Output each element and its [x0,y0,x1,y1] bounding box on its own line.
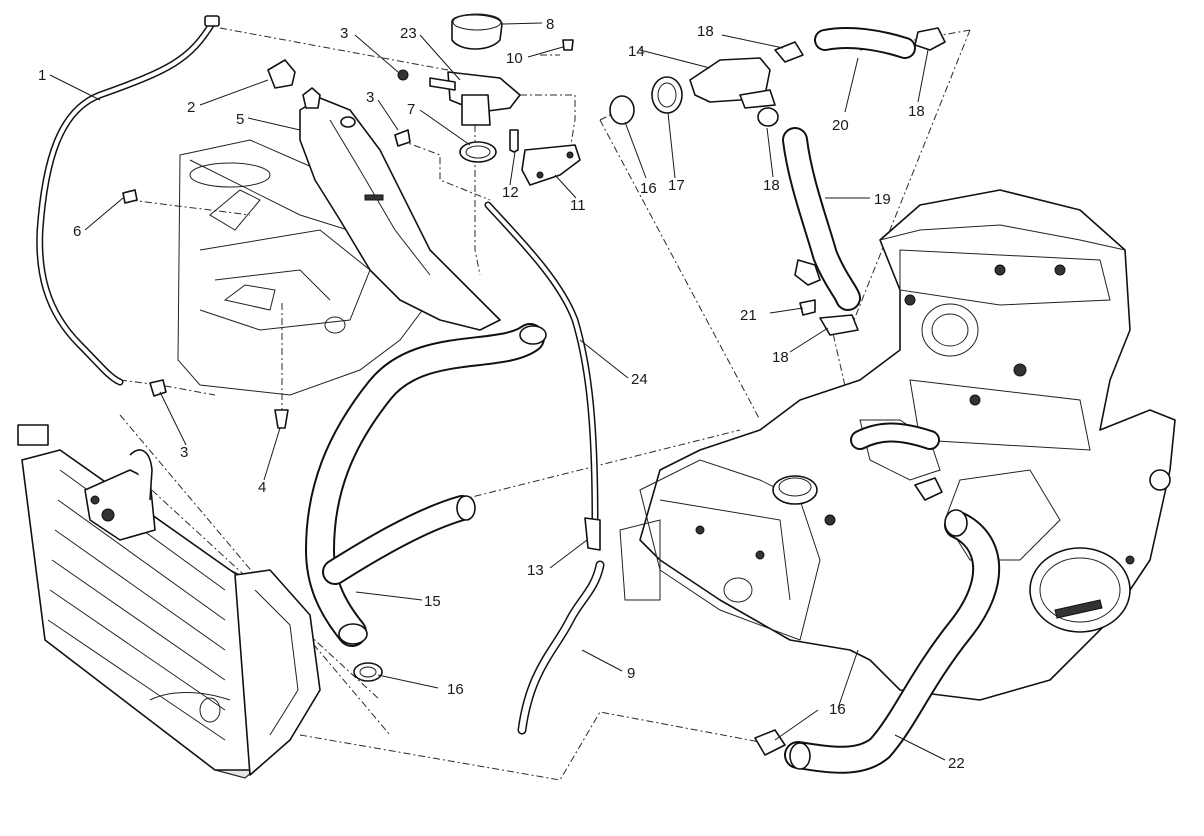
leader-lines [49,22,946,761]
callout-18d: 18 [772,349,789,366]
coolant-hose-22 [754,477,1000,774]
thermostat-assembly [609,27,946,336]
callout-11: 11 [570,197,586,214]
callout-18b: 18 [908,103,925,120]
callout-16b: 16 [640,180,657,197]
callout-6: 6 [73,223,81,240]
callout-9: 9 [627,665,635,682]
callout-10: 10 [506,50,523,67]
radiator [17,424,321,779]
engine [619,189,1176,701]
coolant-hose-15 [305,323,547,647]
callout-1: 1 [38,67,46,84]
callout-3c: 3 [180,444,188,461]
callout-16c: 16 [829,701,846,718]
callout-2: 2 [187,99,195,116]
callout-3a: 3 [340,25,348,42]
callout-16a: 16 [447,681,464,698]
callout-18a: 18 [697,23,714,40]
clamp-16 [353,662,383,682]
breather-hoses [484,201,605,735]
callout-17: 17 [668,177,685,194]
overflow-hose-1 [36,15,220,386]
expansion-reservoir-5 [299,87,501,331]
callout-15: 15 [424,593,441,610]
callout-5: 5 [236,111,244,128]
callout-14: 14 [628,43,645,60]
callout-8: 8 [546,16,554,33]
callout-22: 22 [948,755,965,772]
callout-24: 24 [631,371,648,388]
filler-assembly [122,13,581,429]
callout-18c: 18 [763,177,780,194]
callout-20: 20 [832,117,849,134]
callout-labels: 1 2 3 3 3 4 5 6 7 8 9 10 11 12 13 14 15 … [38,16,965,772]
callout-19: 19 [874,191,891,208]
callout-7: 7 [407,101,415,118]
callout-21: 21 [740,307,757,324]
callout-3b: 3 [366,89,374,106]
callout-4: 4 [258,479,266,496]
frame-support [177,139,431,396]
callout-12: 12 [502,184,519,201]
callout-23: 23 [400,25,417,42]
callout-13: 13 [527,562,544,579]
